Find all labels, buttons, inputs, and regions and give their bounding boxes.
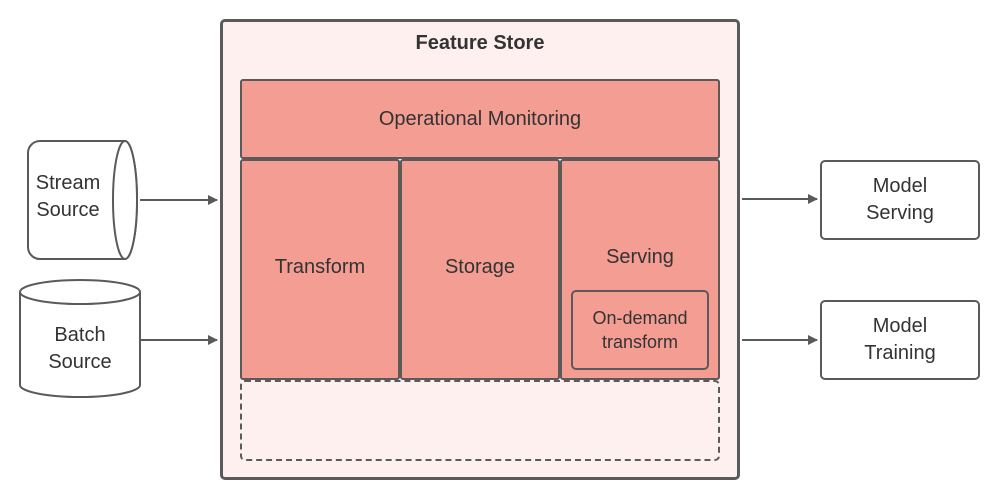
- batch-source-cylinder: [19, 279, 141, 398]
- feature-store-title: Feature Store: [415, 32, 545, 54]
- batch-source-line2: Source: [48, 351, 112, 373]
- stream-source-cylinder: [27, 140, 138, 260]
- transform-label: Transform: [274, 256, 366, 278]
- on-demand-line2: transform: [601, 332, 679, 352]
- on-demand-line1: On-demand: [592, 308, 688, 328]
- storage-label: Storage: [444, 256, 516, 278]
- on-demand-transform-block: On-demand transform: [571, 290, 709, 370]
- stream-source-line2: Source: [36, 199, 100, 221]
- batch-source-label: Batch Source: [20, 322, 140, 376]
- model-training-box: Model Training: [820, 300, 980, 380]
- operational-monitoring-label: Operational Monitoring: [378, 107, 582, 130]
- model-serving-box: Model Serving: [820, 160, 980, 240]
- batch-source-line1: Batch: [54, 324, 106, 346]
- storage-block: Storage: [400, 159, 560, 380]
- operational-monitoring-block: Operational Monitoring: [240, 79, 720, 159]
- stream-source-label: Stream Source: [28, 170, 108, 224]
- dashed-placeholder-region: [240, 380, 720, 461]
- model-training-line2: Training: [864, 342, 936, 364]
- model-serving-line1: Model: [872, 175, 928, 197]
- transform-block: Transform: [240, 159, 400, 380]
- model-serving-line2: Serving: [866, 202, 934, 224]
- serving-label: Serving: [606, 246, 674, 268]
- model-training-line1: Model: [872, 315, 928, 337]
- stream-source-line1: Stream: [35, 172, 101, 194]
